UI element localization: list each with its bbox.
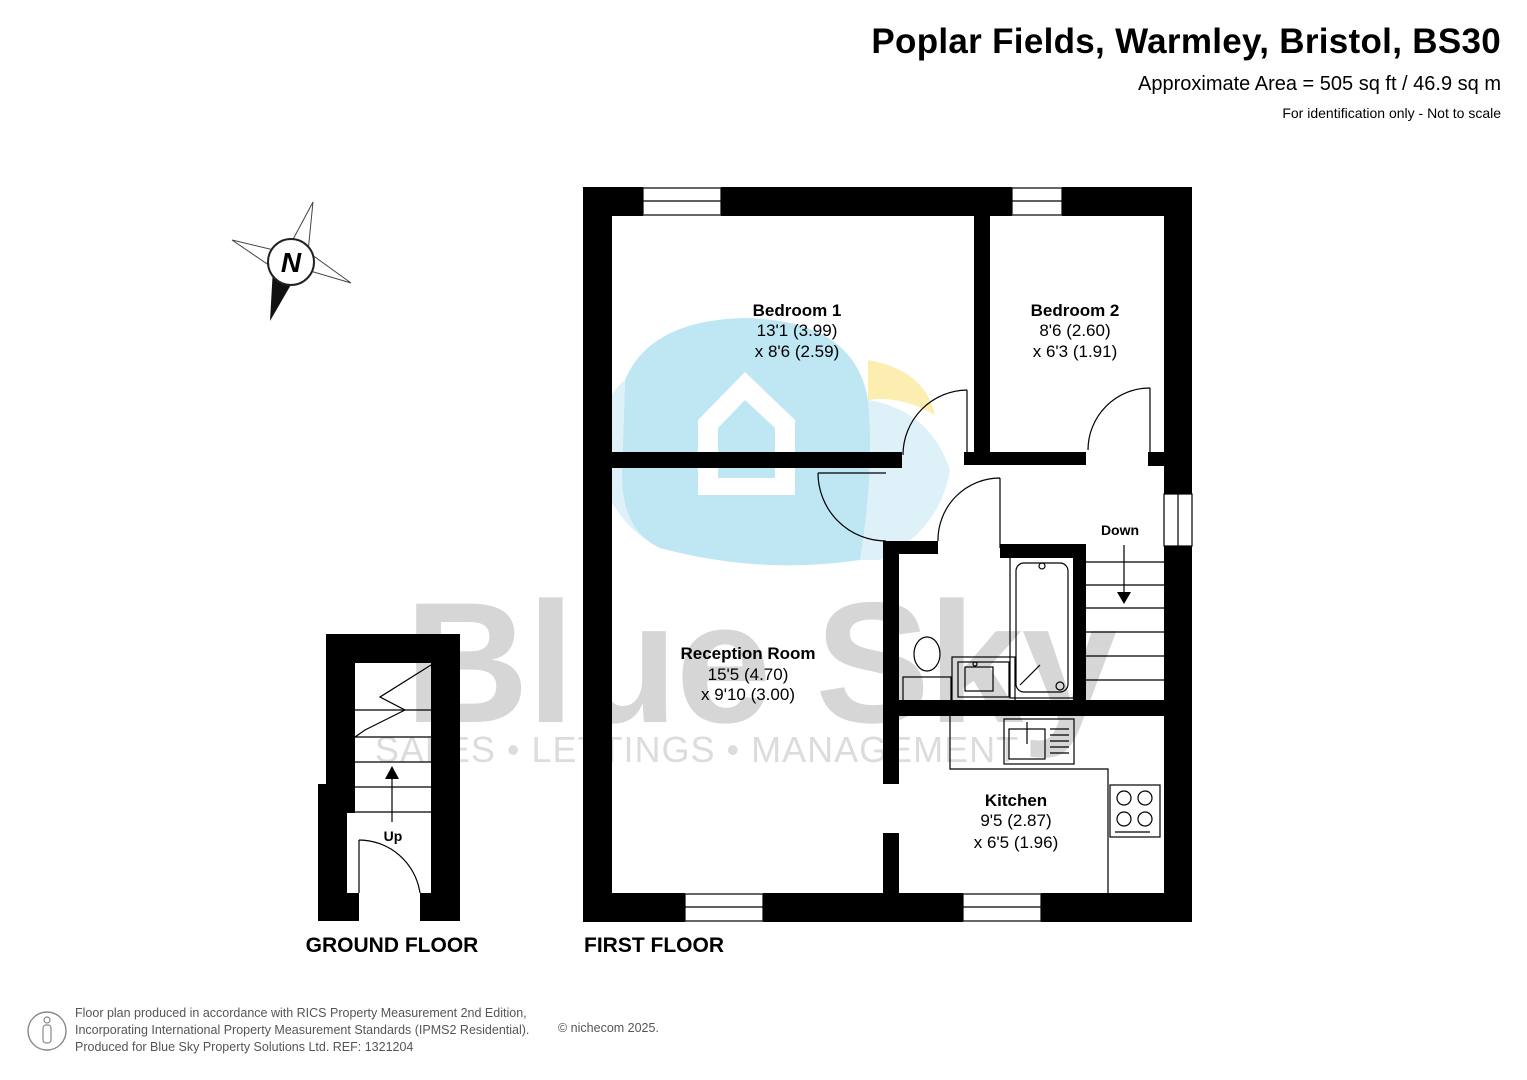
ground-floor-walls	[318, 634, 460, 921]
kitchen-dim2: x 6'5 (1.96)	[974, 833, 1059, 852]
compass-circle	[267, 238, 315, 286]
watermark-blue-blob	[621, 318, 871, 566]
bedroom2-dim1: 8'6 (2.60)	[1039, 321, 1110, 340]
watermark-light-blue-right	[860, 400, 950, 560]
footer-line-1: Floor plan produced in accordance with R…	[75, 1006, 527, 1020]
watermark-house-icon	[698, 372, 795, 495]
stairs-up-label: Up	[384, 828, 403, 844]
bedroom2-dim2: x 6'3 (1.91)	[1033, 342, 1118, 361]
compass-rose: N	[231, 201, 352, 321]
ground-floor-label: GROUND FLOOR	[306, 934, 479, 957]
ground-floor	[318, 634, 460, 921]
reception-dim2: x 9'10 (3.00)	[701, 685, 795, 704]
first-floor-walls	[583, 187, 1192, 922]
first-floor-label: FIRST FLOOR	[584, 934, 724, 957]
copyright: © nichecom 2025.	[558, 1021, 659, 1035]
reception-dim1: 15'5 (4.70)	[708, 665, 789, 684]
footer-line-2: Incorporating International Property Mea…	[75, 1023, 530, 1037]
stairs-up	[354, 664, 432, 894]
door-bathroom	[937, 477, 1001, 548]
door-ground	[358, 839, 421, 894]
basin	[951, 656, 1016, 702]
bedroom1-dim1: 13'1 (3.99)	[757, 321, 838, 340]
door-bedroom1	[902, 389, 968, 460]
kitchen-counter	[949, 716, 1109, 894]
bedroom1-name: Bedroom 1	[753, 301, 842, 320]
kitchen-name: Kitchen	[985, 791, 1047, 810]
brand-watermark: Blue Sky SALES • LETTINGS • MANAGEMENT	[375, 318, 1119, 770]
reception-name: Reception Room	[680, 644, 815, 663]
hob	[1109, 784, 1161, 838]
stairs-up-arrow	[385, 766, 399, 779]
footer-line-3: Produced for Blue Sky Property Solutions…	[75, 1040, 414, 1054]
watermark-tagline: SALES • LETTINGS • MANAGEMENT	[375, 729, 1019, 770]
person-scale-icon	[27, 1011, 67, 1051]
scale-note: For identification only - Not to scale	[1282, 105, 1501, 121]
approximate-area: Approximate Area = 505 sq ft / 46.9 sq m	[1138, 73, 1501, 95]
watermark-yellow-swoosh	[868, 360, 935, 415]
stairs-down-label: Down	[1101, 522, 1139, 538]
door-reception	[817, 472, 887, 542]
stairs-down	[1086, 545, 1164, 681]
bedroom2-name: Bedroom 2	[1031, 301, 1120, 320]
watermark-brand-text: Blue Sky	[405, 567, 1117, 759]
page-title: Poplar Fields, Warmley, Bristol, BS30	[871, 22, 1501, 61]
stairs-down-arrow	[1117, 592, 1131, 604]
door-bedroom2	[1087, 387, 1151, 452]
compass-label: N	[281, 247, 302, 278]
footer-notes: Floor plan produced in accordance with R…	[75, 1005, 529, 1056]
bedroom1-dim2: x 8'6 (2.59)	[755, 342, 840, 361]
kitchen-dim1: 9'5 (2.87)	[980, 811, 1051, 830]
